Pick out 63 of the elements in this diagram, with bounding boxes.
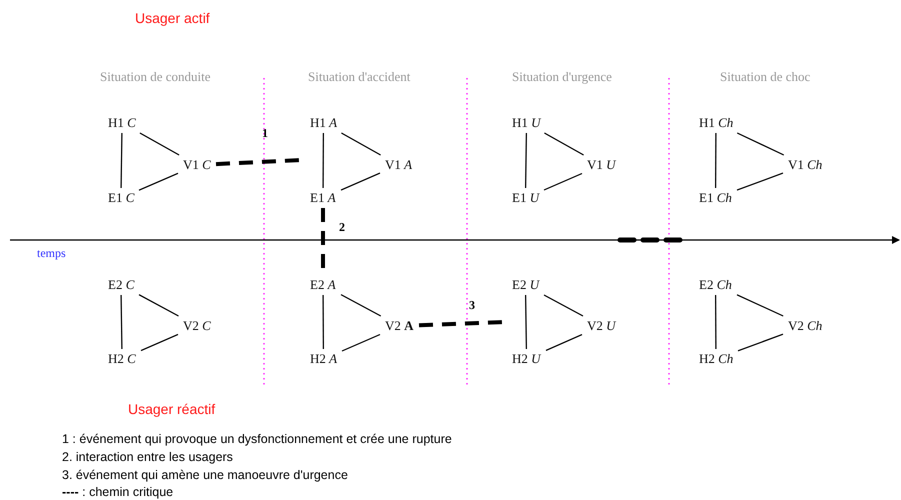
- node-label: H1 U: [507, 113, 546, 133]
- connector-line: [544, 172, 582, 191]
- node-label: V1 U: [582, 155, 621, 175]
- node-label: E2 C: [103, 275, 140, 295]
- note-text: 1 : événement qui provoque un dysfonctionnement et crée une rupture: [62, 432, 452, 446]
- group-heading: Usager actif: [135, 10, 210, 26]
- column-heading: Situation d'accident: [308, 69, 410, 85]
- connector-line: [736, 132, 784, 156]
- connector-line: [715, 295, 716, 349]
- connector-line: [738, 334, 784, 352]
- connector-line: [736, 294, 784, 317]
- node-label: V2 Ch: [783, 316, 828, 336]
- node-label: V1 Ch: [783, 155, 828, 175]
- connector-line: [525, 295, 527, 349]
- group-heading: Usager réactif: [128, 401, 216, 417]
- connector-line: [340, 172, 380, 191]
- connector-line: [140, 132, 180, 156]
- connector-line: [342, 334, 380, 352]
- connector-line: [715, 133, 716, 188]
- node-label: E1 U: [507, 188, 544, 208]
- connector-line: [544, 294, 584, 317]
- edge-label: 2: [339, 220, 345, 235]
- connector-line: [341, 132, 381, 156]
- column-heading: Situation d'urgence: [512, 69, 612, 85]
- axis-label: temps: [37, 246, 66, 261]
- edge-label: 3: [469, 298, 475, 313]
- connector-line: [525, 133, 527, 188]
- node-label: V1 C: [178, 155, 216, 175]
- node-label: V2 U: [582, 316, 621, 336]
- node-label: V2 A: [380, 316, 419, 336]
- connector-line: [544, 132, 584, 156]
- connector-line: [736, 172, 784, 191]
- node-label: H2 C: [103, 349, 141, 369]
- node-label: H1 Ch: [694, 113, 738, 133]
- node-label: H2 U: [507, 349, 546, 369]
- node-label: H2 A: [305, 349, 342, 369]
- connector-line: [340, 294, 382, 317]
- node-label: E2 A: [305, 275, 341, 295]
- connector-line: [140, 334, 178, 352]
- connector-line: [546, 334, 582, 351]
- connector-line: [120, 133, 122, 188]
- node-label: E2 U: [507, 275, 544, 295]
- node-label: H1 A: [305, 113, 342, 133]
- node-label: E1 Ch: [694, 188, 737, 208]
- node-label: H2 Ch: [694, 349, 738, 369]
- note-text: 3. événement qui amène une manoeuvre d'urgence: [62, 468, 348, 482]
- column-heading: Situation de choc: [720, 69, 810, 85]
- node-label: E1 A: [305, 188, 341, 208]
- connector-line: [322, 133, 324, 188]
- edge-label: 1: [262, 126, 268, 141]
- node-label: V2 C: [178, 316, 216, 336]
- node-label: E1 C: [103, 188, 140, 208]
- legend-text: ---- : chemin critique: [62, 485, 174, 499]
- node-label: H1 C: [103, 113, 141, 133]
- critical-path-dash: [418, 320, 504, 328]
- connector-line: [322, 295, 324, 349]
- connector-line: [138, 172, 178, 191]
- connector-line: [138, 294, 179, 317]
- node-label: V1 A: [380, 155, 418, 175]
- connector-line: [120, 295, 122, 349]
- node-label: E2 Ch: [694, 275, 737, 295]
- note-text: 2. interaction entre les usagers: [62, 450, 233, 464]
- column-heading: Situation de conduite: [100, 69, 210, 85]
